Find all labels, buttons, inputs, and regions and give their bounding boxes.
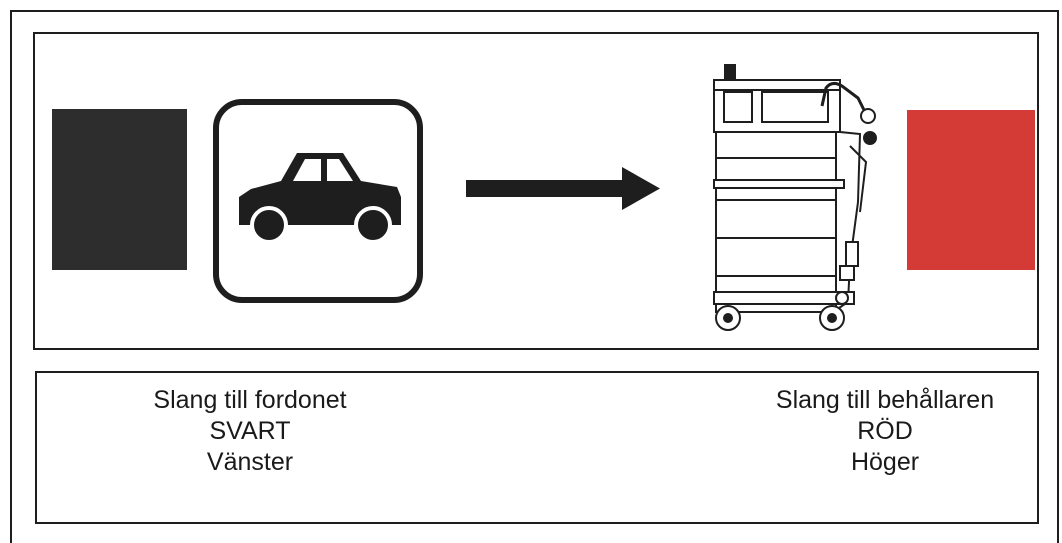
arrow-right-icon — [466, 167, 660, 210]
left-hose-label: Slang till fordonet SVART Vänster — [105, 385, 395, 478]
left-hose-side: Vänster — [206, 448, 294, 476]
car-icon — [213, 99, 423, 303]
outer-frame — [10, 10, 1059, 543]
right-hose-description: Slang till behållaren — [775, 386, 995, 414]
right-hose-side: Höger — [850, 448, 920, 476]
left-hose-description: Slang till fordonet — [153, 386, 347, 414]
black-hose-swatch — [52, 109, 187, 270]
recovery-unit-icon — [713, 64, 877, 331]
right-hose-color: RÖD — [857, 417, 913, 445]
left-hose-color: SVART — [209, 417, 291, 445]
right-hose-label: Slang till behållaren RÖD Höger — [740, 385, 1030, 478]
label-panel — [35, 371, 1039, 524]
red-hose-swatch — [907, 110, 1035, 270]
